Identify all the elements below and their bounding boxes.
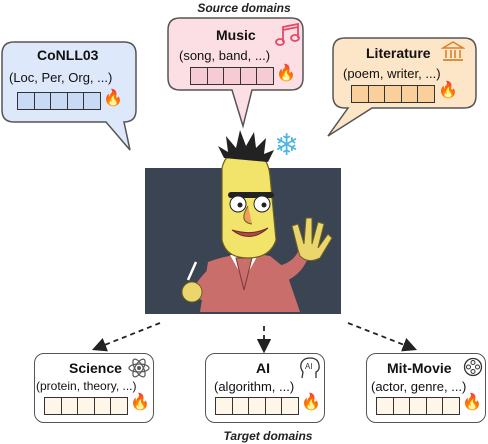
- embedding-cells: [376, 397, 460, 415]
- domain-title: CoNLL03: [37, 47, 99, 63]
- fire-icon: 🔥: [438, 82, 458, 99]
- embedding-cells: [215, 397, 299, 415]
- film-reel-icon: [463, 357, 483, 377]
- fire-icon: 🔥: [130, 394, 150, 411]
- domain-entities: (actor, genre, ...): [371, 379, 467, 394]
- atom-icon: [128, 358, 150, 378]
- domain-entities: (song, band, ...): [179, 48, 271, 63]
- ai-head-icon: AI: [300, 357, 320, 379]
- domain-title: Literature: [366, 45, 431, 61]
- embedding-cells: [351, 85, 435, 103]
- arrow-to-mit-movie: [347, 322, 418, 352]
- embedding-cells: [190, 67, 274, 85]
- domain-title: Music: [216, 27, 256, 43]
- domain-entities: (protein, theory, ...): [36, 379, 137, 393]
- music-note-icon: [275, 22, 300, 46]
- target-domains-caption: Target domains: [223, 429, 313, 443]
- target-box-mit-movie: Mit-Movie (actor, genre, ...) 🔥: [366, 353, 486, 423]
- arrow-to-science: [91, 322, 161, 352]
- library-building-icon: [441, 41, 465, 61]
- fire-icon: 🔥: [462, 394, 482, 411]
- domain-title: Science: [69, 360, 122, 376]
- fire-icon: 🔥: [276, 65, 296, 82]
- fire-icon: 🔥: [103, 90, 123, 107]
- domain-entities: (poem, writer, ...): [343, 66, 441, 81]
- fire-icon: 🔥: [301, 394, 321, 411]
- domain-entities: (Loc, Per, Org, ...): [9, 70, 113, 85]
- snowflake-icon: ❄: [274, 129, 300, 162]
- target-box-ai: AI (algorithm, ...) 🔥 AI: [205, 353, 325, 423]
- domain-title: AI: [256, 360, 270, 376]
- source-domains-caption: Source domains: [197, 1, 291, 15]
- domain-title: Mit-Movie: [387, 360, 452, 376]
- embedding-cells: [44, 397, 128, 415]
- svg-text:AI: AI: [305, 362, 313, 371]
- domain-entities: (algorithm, ...): [214, 379, 295, 394]
- embedding-cells: [17, 92, 101, 110]
- target-box-science: Science (protein, theory, ...) 🔥: [34, 353, 154, 423]
